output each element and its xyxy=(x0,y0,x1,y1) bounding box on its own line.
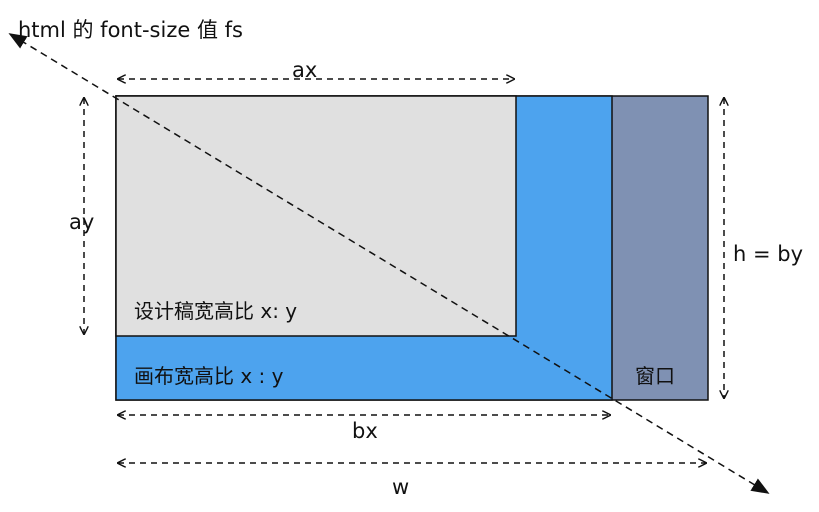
ax-label: ax xyxy=(292,58,318,82)
w-label: w xyxy=(392,475,410,499)
bx-label: bx xyxy=(352,419,378,443)
window-label: 窗口 xyxy=(635,364,675,388)
ay-label: ay xyxy=(69,210,95,234)
canvas-ratio-label: 画布宽高比 x : y xyxy=(134,364,284,388)
font-size-title: html 的 font-size 值 fs xyxy=(18,18,243,42)
h-label: h = by xyxy=(733,242,804,266)
design-ratio-label: 设计稿宽高比 x: y xyxy=(134,299,298,323)
font-size-diagonal-arrow xyxy=(8,33,770,494)
